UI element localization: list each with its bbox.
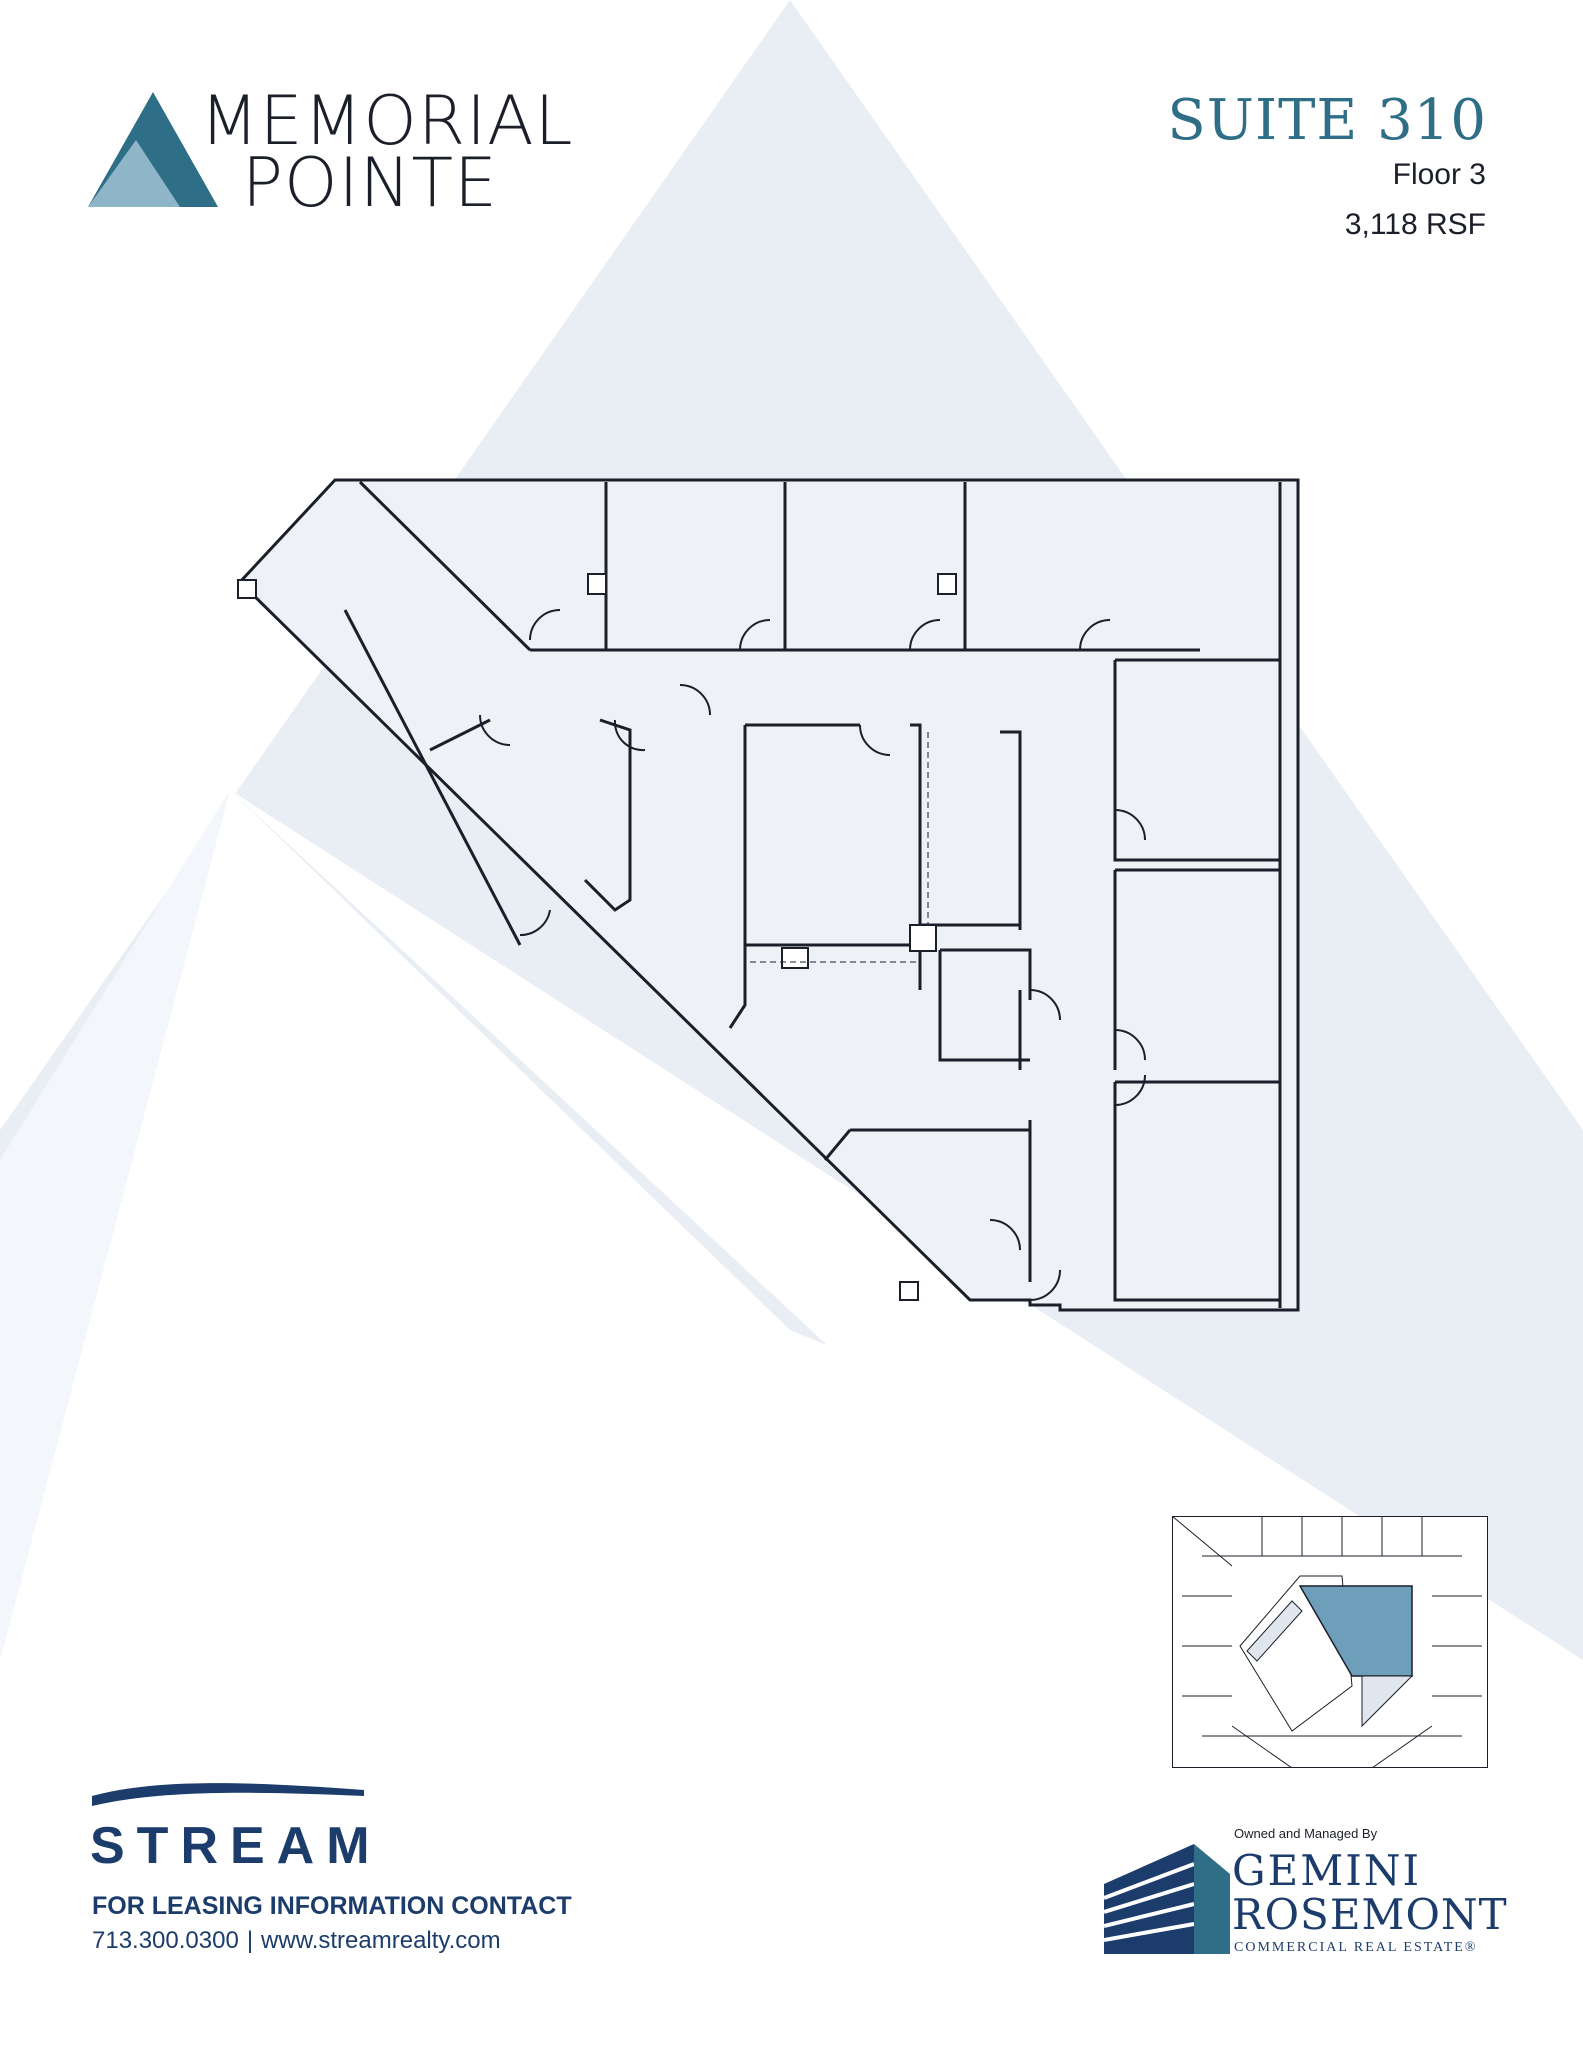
floor-plan (237, 478, 1300, 1312)
owner-name-line-2: ROSEMONT (1232, 1890, 1508, 1939)
area-label: 3,118 RSF (1344, 208, 1486, 241)
website-link[interactable]: www.streamrealty.com (261, 1927, 501, 1954)
logo-line-1: MEMORIAL (200, 82, 574, 161)
contact-separator: | (246, 1927, 254, 1954)
memorial-pointe-logo-icon (88, 92, 218, 207)
stream-wordmark: STREAM (90, 1817, 382, 1875)
suite-title: SUITE 310 (1167, 88, 1487, 153)
logo-line-2: POINTE (242, 144, 498, 223)
gemini-rosemont-building-icon (1104, 1844, 1230, 1954)
leasing-heading: FOR LEASING INFORMATION CONTACT (92, 1892, 572, 1920)
floor-label: Floor 3 (1392, 158, 1486, 191)
owner-tagline: COMMERCIAL REAL ESTATE® (1234, 1940, 1478, 1955)
owner-name-line-1: GEMINI (1232, 1846, 1422, 1895)
stream-wave-icon (92, 1783, 364, 1806)
phone-number[interactable]: 713.300.0300 (92, 1927, 239, 1954)
key-plan (1172, 1516, 1488, 1768)
owned-by-label: Owned and Managed By (1234, 1826, 1378, 1841)
leasing-contact: 713.300.0300 | www.streamrealty.com (92, 1927, 501, 1955)
memorial-pointe-logo: MEMORIAL POINTE (200, 88, 574, 218)
